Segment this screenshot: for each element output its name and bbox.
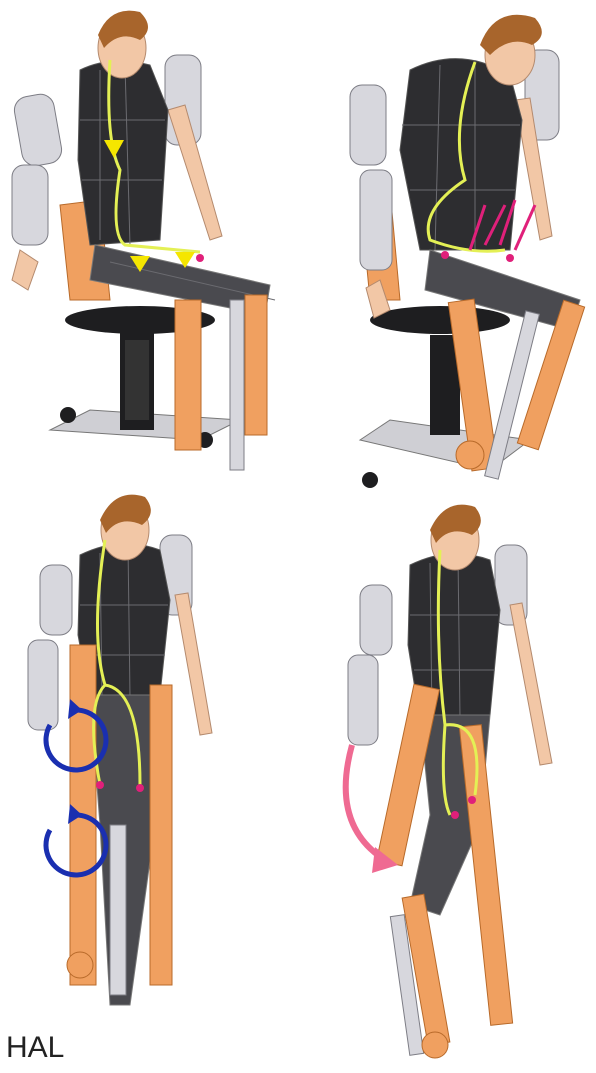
robot-arm-left — [348, 585, 392, 745]
sensor-dot — [96, 781, 104, 789]
sensor-dot — [451, 811, 459, 819]
legs-seated — [90, 245, 275, 470]
robot-arm-left — [12, 92, 64, 290]
sensor-dot — [506, 254, 514, 262]
legs-standing — [67, 645, 172, 1005]
figure-standing — [0, 485, 300, 1025]
panel-rising — [300, 0, 596, 490]
sensor-dot — [196, 254, 204, 262]
robot-arm-right — [495, 545, 552, 765]
head — [100, 495, 151, 560]
torso-suit — [78, 61, 168, 245]
sensor-dot — [441, 251, 449, 259]
sensor-dot — [136, 784, 144, 792]
head — [98, 11, 148, 78]
robot-arm-right — [165, 55, 222, 240]
robot-arm-left — [28, 565, 72, 730]
caption-label: HAL — [6, 1033, 64, 1063]
panel-sitting — [0, 0, 300, 490]
sensor-dot — [468, 796, 476, 804]
figure-walking — [300, 495, 596, 1073]
panel-walking — [300, 495, 596, 1073]
figure-sitting — [0, 0, 300, 490]
head — [430, 505, 481, 570]
figure-rising — [300, 0, 596, 490]
panel-standing — [0, 485, 300, 1025]
